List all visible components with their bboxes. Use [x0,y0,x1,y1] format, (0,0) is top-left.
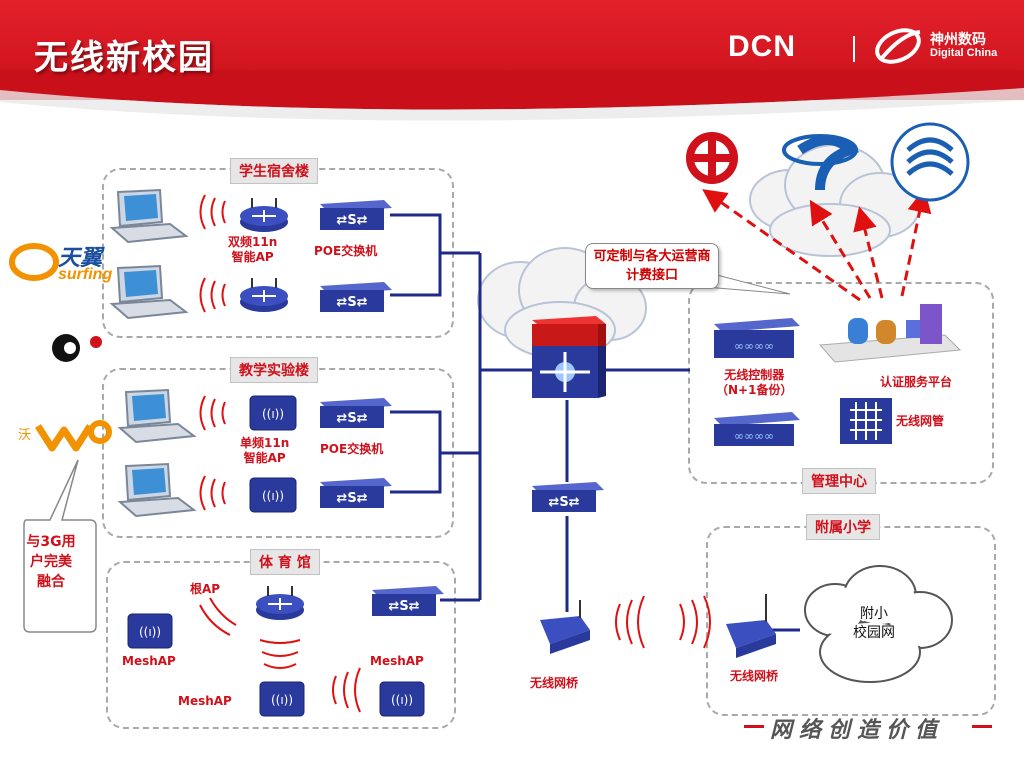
management-zone [688,282,994,484]
svg-text:∞∞∞∞: ∞∞∞∞ [734,339,774,353]
svg-text:⇄S⇄: ⇄S⇄ [336,411,367,426]
tianyi-logo-icon [9,243,59,281]
3g-callout-bubble [23,459,97,633]
mesh-ap-label: MeshAP [370,654,424,668]
switch-icon: ⇄S⇄ [532,482,604,512]
bridge-label-left: 无线网桥 [530,676,579,690]
access-point-icon [249,395,297,431]
svg-text:((ı)): ((ı)) [139,625,161,639]
laptop-icon [117,462,197,518]
wo-logo-icon [35,420,112,452]
wireless-controller-icon: ∞∞∞∞ [714,318,800,358]
mesh-ap-icon [259,681,305,717]
primary-school-network-label: 附小 校园网 [853,606,895,641]
china-telecom-logo-icon [782,134,860,191]
bridge-label-right: 无线网桥 [730,669,779,683]
digital-china-name-en: Digital China [930,47,998,59]
wireless-controller-label: 无线控制器 （N+1备份） [716,368,793,397]
svg-text:∞∞∞∞: ∞∞∞∞ [734,429,774,443]
svg-text:⇄S⇄: ⇄S⇄ [388,599,419,614]
nms-label: 无线网管 [896,414,945,428]
wo-name: 沃 [18,428,32,443]
laptop-icon [109,264,189,320]
slogan: 网络创造价值 [770,718,945,743]
gym-tag: 体 育 馆 [250,549,320,575]
root-ap-label: 根AP [190,582,221,596]
wireless-controller-icon: ∞∞∞∞ [714,412,800,446]
switch-icon: ⇄S⇄ [320,398,392,428]
network-management-icon [840,398,892,444]
svg-text:((ı)): ((ı)) [391,693,413,707]
dual-band-ap-label: 双频11n 智能AP [228,235,278,264]
auth-platform-label: 认证服务平台 [880,375,953,389]
digital-china-logo-icon [875,28,921,64]
china-unicom-logo-icon [686,132,738,184]
mesh-ap-icon [379,681,425,717]
svg-text:⇄S⇄: ⇄S⇄ [548,495,579,510]
logo-divider [853,36,855,62]
core-switch-icon [532,316,606,398]
billing-callout: 可定制与各大运营商计费接口 [585,243,719,289]
wireless-bridge-icon [540,600,590,654]
tianyi-name: 天翼 [58,246,103,271]
wireless-bridge-icon [726,594,776,658]
single-band-ap-label: 单频11n 智能AP [240,436,290,465]
primary-school-tag: 附属小学 [806,514,880,540]
tianyi-surfing-name: surfing [58,266,113,283]
laptop-icon [117,388,197,444]
laptop-icon [109,188,189,244]
switch-icon: ⇄S⇄ [320,200,392,230]
3g-callout-text: 与3G用户完美融合 [26,534,76,590]
svg-text:((ı)): ((ı)) [271,693,293,707]
switch-icon: ⇄S⇄ [320,282,392,312]
router-icon [256,586,304,620]
dorm-switch-label: POE交换机 [314,244,378,258]
page-title: 无线新校园 [34,38,214,78]
mesh-ap-label: MeshAP [122,654,176,668]
switch-icon: ⇄S⇄ [320,478,392,508]
management-tag: 管理中心 [802,468,876,494]
svg-text:⇄S⇄: ⇄S⇄ [336,491,367,506]
dorm-tag: 学生宿舍楼 [230,158,318,184]
lab-tag: 教学实验楼 [230,357,318,383]
slogan-dash-left [744,725,764,728]
svg-text:⇄S⇄: ⇄S⇄ [336,213,367,228]
china-mobile-logo-icon [890,122,970,202]
svg-text:((ı)): ((ı)) [262,407,284,421]
svg-text:((ı)): ((ı)) [262,489,284,503]
header-curve [0,70,1024,121]
router-icon [240,278,288,312]
digital-china-name: 神州数码 [930,32,986,48]
router-icon [240,198,288,232]
switch-icon: ⇄S⇄ [372,586,444,616]
g3-logo-icon [52,334,102,362]
mesh-ap-label: MeshAP [178,694,232,708]
dcn-logo: DCN [728,30,796,63]
access-point-icon [249,477,297,513]
server-platform-icon [818,304,962,363]
slogan-dash-right [972,725,992,728]
lab-switch-label: POE交换机 [320,442,384,456]
mesh-ap-icon [127,613,173,649]
svg-text:⇄S⇄: ⇄S⇄ [336,295,367,310]
